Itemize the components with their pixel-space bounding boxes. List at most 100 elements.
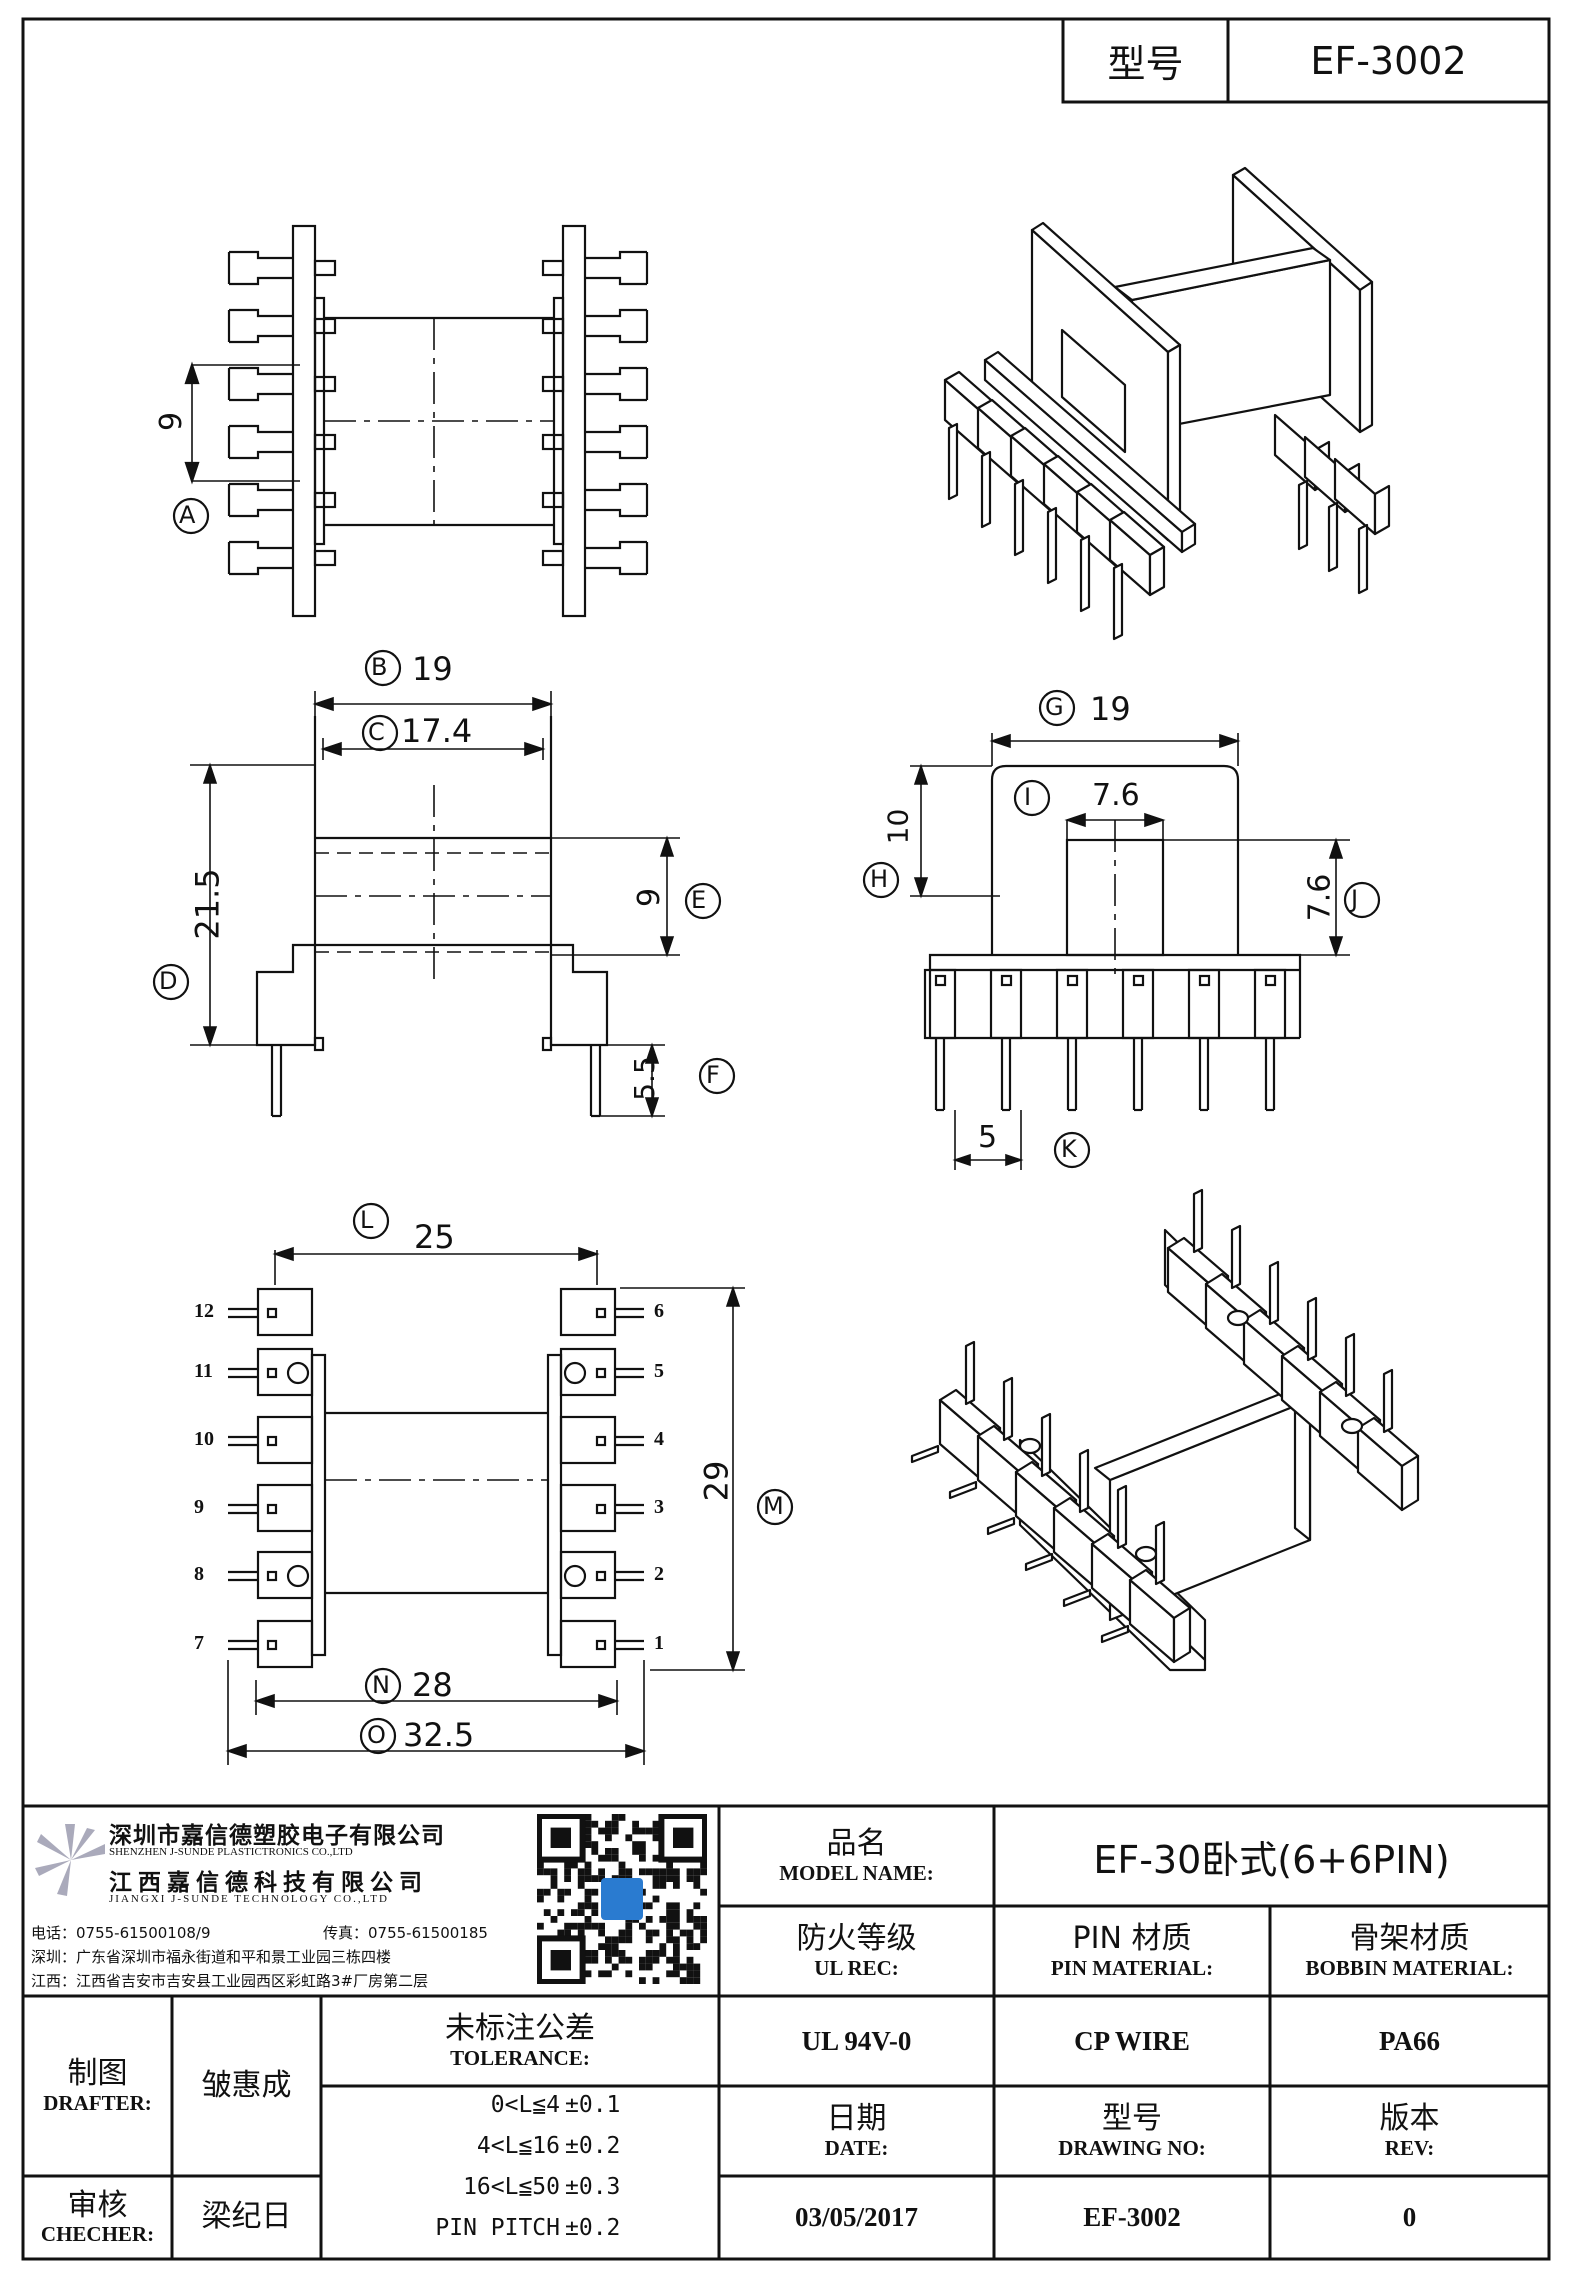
rev-cn: 版本 xyxy=(1379,2101,1440,2137)
dim-value-g: 19 xyxy=(1090,690,1131,728)
drawing-no-value: EF-3002 xyxy=(1083,2202,1181,2232)
pin-lead xyxy=(585,276,647,286)
dim-value-k: 5 xyxy=(978,1120,998,1155)
checker-cn: 审核 xyxy=(67,2187,128,2223)
rev-value: 0 xyxy=(1402,2202,1417,2232)
locating-hole xyxy=(563,1564,587,1588)
pin-pad xyxy=(559,1415,617,1465)
pin-pad xyxy=(559,1550,617,1600)
dim-letter-j: J xyxy=(1351,885,1359,913)
dim-letter-f: F xyxy=(706,1061,720,1089)
pin-material-en: PIN MATERIAL: xyxy=(1050,1955,1214,1980)
pin-lead xyxy=(229,540,293,550)
dim-value-l: 25 xyxy=(414,1218,455,1256)
pin-number-11: 11 xyxy=(194,1360,213,1382)
dim-pitch-top: 9 xyxy=(154,411,190,432)
pin-lead xyxy=(229,276,293,286)
pin-block xyxy=(989,968,1023,1040)
locating-hole xyxy=(563,1361,587,1385)
isometric-view-bottom xyxy=(910,1188,1420,1672)
pin-pad xyxy=(559,1619,617,1669)
bobbin-material-label: 骨架材质 BOBBIN MATERIAL: xyxy=(1270,1906,1549,1996)
pin-pad xyxy=(559,1287,617,1337)
pin-lead xyxy=(229,308,293,318)
bottom-view xyxy=(225,1202,794,1765)
dim-letter-a: A xyxy=(179,501,196,529)
pin-block xyxy=(1253,968,1287,1040)
dim-value-f: 5.5 xyxy=(627,1056,661,1101)
pin-lead xyxy=(585,508,647,518)
drawing-no-en: DRAWING NO: xyxy=(1058,2135,1206,2160)
pin-lead xyxy=(585,566,647,576)
pin-pad xyxy=(559,1483,617,1533)
header-box xyxy=(1061,17,1551,104)
pin-lead xyxy=(229,450,293,460)
pin-number-10: 10 xyxy=(194,1428,214,1450)
locating-hole xyxy=(1226,1309,1250,1327)
top-view xyxy=(172,224,649,618)
checker-value: 梁纪日 xyxy=(201,2199,292,2235)
bobbin-material-cn: 骨架材质 xyxy=(1349,1921,1470,1957)
company-address-jiangxi: 江西：江西省吉安市吉安县工业园西区彩虹路3#厂房第二层 xyxy=(31,1972,429,1990)
pin-pad xyxy=(256,1483,314,1533)
dim-value-i: 7.6 xyxy=(1092,778,1140,813)
pin-material-label: PIN 材质 PIN MATERIAL: xyxy=(994,1906,1270,1996)
dim-letter-l: L xyxy=(360,1206,374,1234)
date-label: 日期 DATE: xyxy=(719,2086,994,2176)
pin-block xyxy=(923,968,957,1040)
dim-letter-m: M xyxy=(763,1492,784,1520)
isometric-view-top xyxy=(943,166,1391,641)
ul-cn: 防火等级 xyxy=(796,1921,917,1957)
tolerance-value: ±0.2 xyxy=(565,2215,621,2241)
dim-letter-n: N xyxy=(372,1671,390,1699)
company-fax: 传真：0755-61500185 xyxy=(323,1924,488,1942)
pin-pad xyxy=(559,1347,617,1397)
qr-code xyxy=(536,1813,708,1985)
pin-number-6: 6 xyxy=(654,1300,664,1322)
pin-lead xyxy=(229,250,293,260)
bobbin-material-en: BOBBIN MATERIAL: xyxy=(1305,1955,1514,1980)
dim-letter-o: O xyxy=(367,1721,386,1749)
model-name-label: 品名 MODEL NAME: xyxy=(719,1806,994,1906)
dim-letter-k: K xyxy=(1061,1135,1077,1163)
dim-value-h: 10 xyxy=(881,808,915,845)
date-cn: 日期 xyxy=(826,2101,887,2137)
tolerance-range: PIN PITCH xyxy=(435,2215,560,2241)
pin-lead xyxy=(229,334,293,344)
rev-en: REV: xyxy=(1384,2135,1435,2160)
company-block: 深圳市嘉信德塑胶电子有限公司 SHENZHEN J-SUNDE PLASTICT… xyxy=(23,1806,719,1996)
company-name-cn2: 江西嘉信德科技有限公司 xyxy=(109,1870,428,1896)
dim-letter-e: E xyxy=(691,886,707,914)
tolerance-range: 4<L≦16 xyxy=(476,2133,560,2159)
dim-value-b: 19 xyxy=(412,650,453,688)
dim-letter-c: C xyxy=(368,718,385,746)
company-name-en1: SHENZHEN J-SUNDE PLASTICTRONICS CO.,LTD xyxy=(109,1846,353,1858)
outer-frame xyxy=(21,17,1551,2261)
pin-lead xyxy=(229,424,293,434)
drafter-label: 制图 DRAFTER: xyxy=(23,1996,172,2176)
pin-number-7: 7 xyxy=(194,1632,204,1654)
dim-value-d: 21.5 xyxy=(188,868,227,940)
pin-number-9: 9 xyxy=(194,1496,204,1518)
tolerance-label: 未标注公差 TOLERANCE: xyxy=(321,1996,719,2086)
tolerance-en: TOLERANCE: xyxy=(450,2045,590,2070)
pin-lead xyxy=(229,482,293,492)
dim-value-j: 7.6 xyxy=(1302,873,1338,922)
drafter-value: 皱惠成 xyxy=(201,2067,292,2103)
date-value: 03/05/2017 xyxy=(794,2202,918,2232)
tolerance-value: ±0.1 xyxy=(565,2092,621,2118)
pin-number-1: 1 xyxy=(654,1632,664,1654)
header-type-value: EF-3002 xyxy=(1310,38,1467,83)
ul-value: UL 94V-0 xyxy=(801,2025,912,2056)
model-name-en: MODEL NAME: xyxy=(779,1860,934,1885)
header-type-label: 型号 xyxy=(1107,42,1184,86)
dim-value-m: 29 xyxy=(697,1460,736,1502)
dim-letter-i: I xyxy=(1024,783,1032,811)
dim-letter-b: B xyxy=(371,653,388,681)
drafter-cn: 制图 xyxy=(67,2056,128,2092)
pin-number-12: 12 xyxy=(194,1300,214,1322)
model-name-cn: 品名 xyxy=(826,1826,887,1862)
pin-number-4: 4 xyxy=(654,1428,664,1450)
pin-pad xyxy=(256,1619,314,1669)
dim-value-c: 17.4 xyxy=(401,712,473,750)
